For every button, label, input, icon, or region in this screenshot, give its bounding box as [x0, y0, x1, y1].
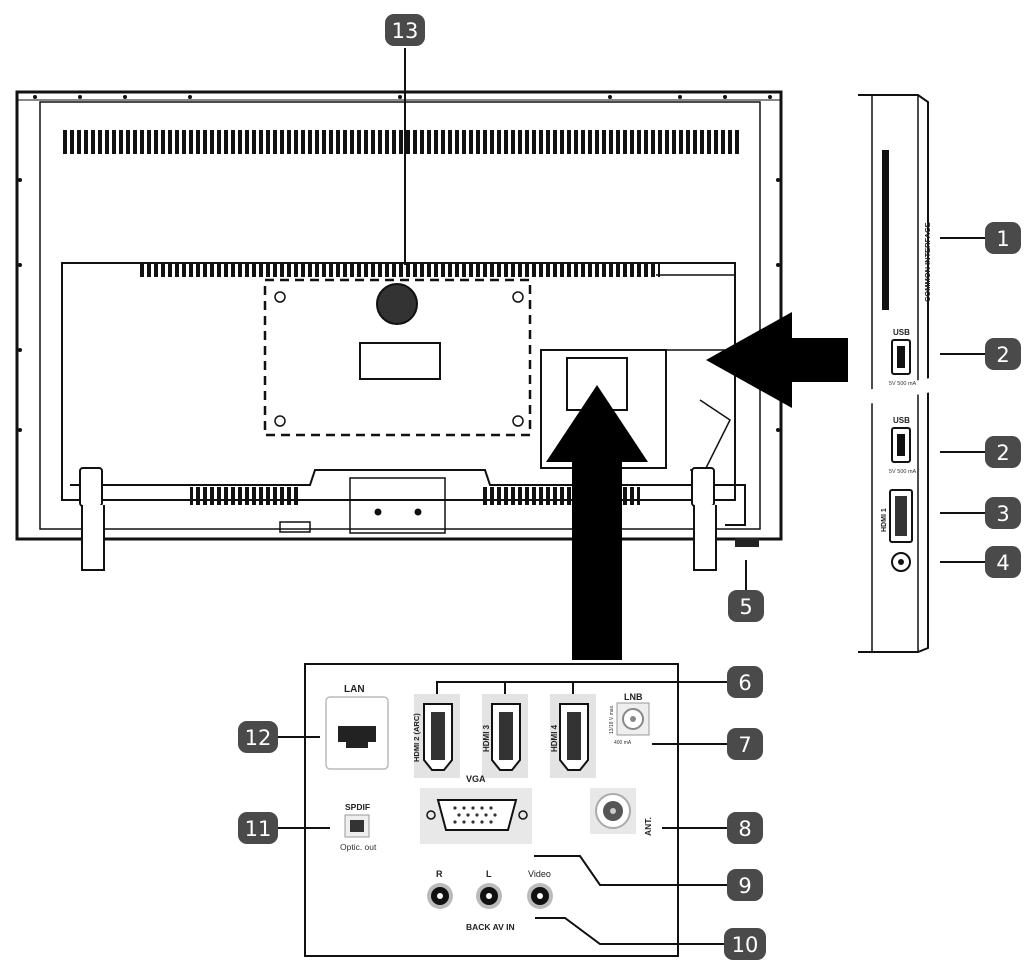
top-vent-grille	[60, 130, 740, 154]
svg-text:12: 12	[245, 726, 272, 750]
lnb-sub-voltage: 13/18 V max.	[609, 705, 615, 734]
lan-label: LAN	[344, 684, 365, 695]
rca-jack-r	[427, 883, 453, 909]
usb-top-sub: 5V 500 mA	[889, 381, 917, 387]
callout-2-bottom: 2	[985, 436, 1021, 468]
tv-inner-frame	[39, 101, 761, 530]
usb-bottom-label: USB	[893, 416, 910, 425]
rca-jack-video	[527, 883, 553, 909]
lnb-label: LNB	[624, 692, 643, 702]
headphone-jack	[891, 552, 911, 572]
back-av-in-label: BACK AV IN	[466, 922, 515, 932]
label-plate	[359, 342, 441, 380]
usb-bottom-sub: 5V 500 mA	[889, 469, 917, 475]
svg-text:1: 1	[996, 227, 1009, 251]
usb-port-bottom	[891, 427, 911, 463]
top-screws	[33, 95, 772, 99]
rear-panel-labels: LAN HDMI 2 (ARC) HDMI 3 HDMI 4 LNB 13/18…	[340, 684, 653, 932]
stand-foot-left	[79, 467, 105, 571]
callout-badges: 13 1 2 2 3 4 5 6	[238, 14, 1021, 960]
callout-8: 8	[727, 812, 763, 844]
callout-9: 9	[727, 869, 763, 901]
optic-out-label: Optic. out	[340, 842, 377, 852]
callout-12: 12	[238, 721, 278, 753]
side-connector-panel	[850, 94, 938, 653]
tv-back-view	[15, 90, 783, 571]
audio-r-label: R	[436, 869, 443, 879]
callout-3: 3	[985, 497, 1021, 529]
callout-6: 6	[727, 666, 763, 698]
arrow-left	[706, 312, 848, 408]
hdmi1-label: HDMI 1	[881, 508, 888, 532]
lnb-sub-current: 400 mA	[614, 740, 632, 746]
svg-text:6: 6	[738, 671, 751, 695]
svg-text:4: 4	[996, 551, 1009, 575]
svg-text:8: 8	[738, 817, 751, 841]
callout-7: 7	[727, 728, 763, 760]
common-interface-slot	[882, 150, 889, 310]
mid-vent-grille	[140, 263, 660, 277]
bottom-vent-left	[190, 487, 300, 505]
svg-text:10: 10	[732, 933, 759, 957]
leader-lines	[278, 48, 985, 945]
usb-top-label: USB	[893, 328, 910, 337]
callout-5: 5	[728, 590, 764, 622]
rca-jack-l	[476, 883, 502, 909]
callout-11: 11	[238, 812, 278, 844]
hdmi1-port	[889, 489, 913, 543]
svg-text:13: 13	[392, 19, 419, 43]
vga-label: VGA	[466, 774, 486, 784]
svg-text:7: 7	[738, 733, 751, 757]
audio-l-label: L	[486, 869, 492, 879]
callout-4: 4	[985, 546, 1021, 578]
vesa-screw-holes	[274, 291, 524, 427]
rear-connector-panel	[304, 663, 727, 957]
video-label: Video	[528, 869, 551, 879]
svg-text:5: 5	[739, 595, 752, 619]
callout-10: 10	[724, 928, 766, 960]
hdmi4-label: HDMI 4	[550, 724, 559, 752]
speaker-grille	[376, 283, 418, 325]
stand-foot-right	[691, 467, 717, 571]
usb-port-top	[891, 339, 911, 375]
side-panel-labels: COMMON INTERFACE USB 5V 500 mA USB 5V 50…	[881, 222, 932, 532]
ant-label: ANT.	[643, 817, 653, 836]
power-cable	[720, 484, 746, 526]
common-interface-label: COMMON INTERFACE	[923, 222, 932, 302]
arrow-up	[546, 385, 648, 660]
svg-text:3: 3	[996, 502, 1009, 526]
svg-text:2: 2	[996, 343, 1009, 367]
callout-2-top: 2	[985, 338, 1021, 370]
svg-text:11: 11	[245, 817, 272, 841]
hdmi3-label: HDMI 3	[482, 724, 491, 752]
callout-1: 1	[985, 222, 1021, 254]
spdif-label: SPDIF	[345, 802, 370, 812]
hdmi2-label: HDMI 2 (ARC)	[412, 713, 421, 762]
svg-text:9: 9	[738, 874, 751, 898]
svg-text:2: 2	[996, 441, 1009, 465]
rear-panel-frame	[304, 663, 679, 957]
callout-13: 13	[385, 14, 425, 46]
